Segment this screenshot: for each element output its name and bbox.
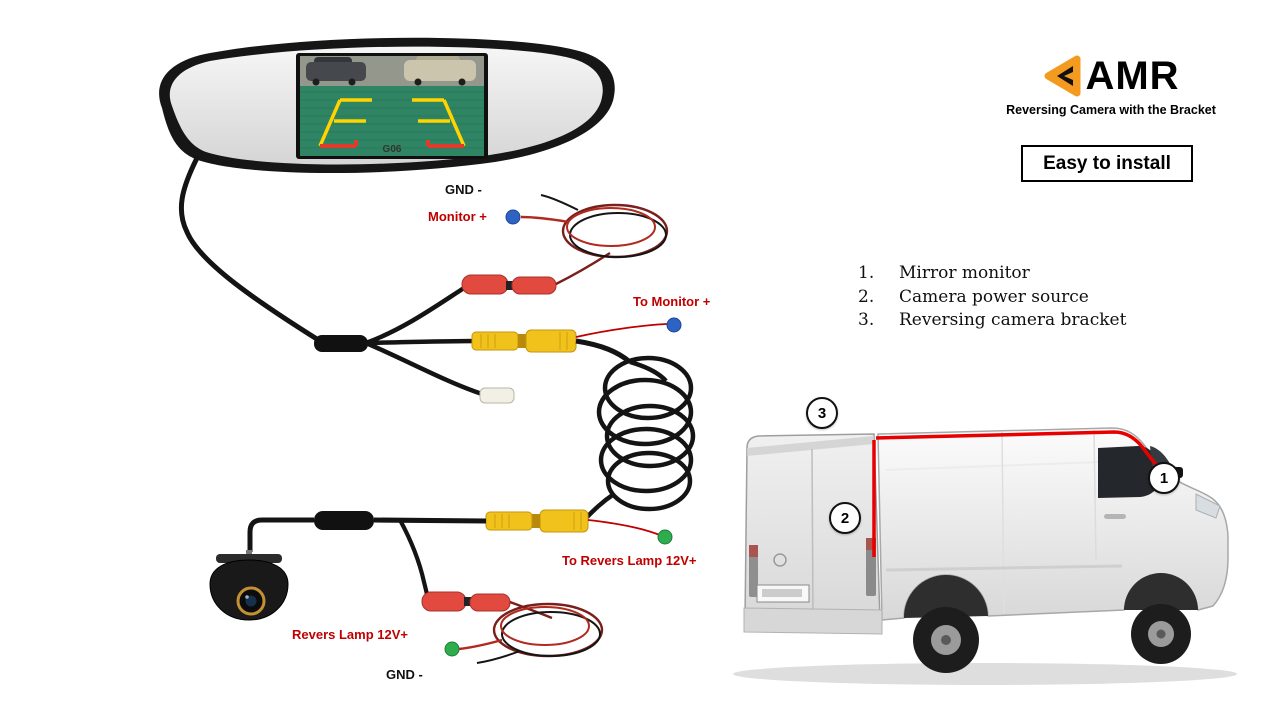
monitor-power-wire-coil	[520, 194, 669, 286]
van-marker-2: 2	[829, 502, 861, 534]
revers-lamp-terminal-dot	[444, 641, 460, 657]
rca-connector-pair-monitor	[471, 329, 577, 353]
screen-model-label: G06	[383, 144, 402, 155]
parts-list: 1. Mirror monitor 2. Camera power source…	[858, 263, 1126, 335]
camera-view-cars	[306, 56, 476, 86]
power-connector-pair-camera	[421, 591, 511, 612]
rearview-mirror-monitor: G06	[159, 37, 615, 174]
amr-logo-icon	[1044, 55, 1081, 97]
parts-list-label: Mirror monitor	[899, 263, 1030, 283]
parts-list-item: 1. Mirror monitor	[858, 263, 1126, 284]
van-rear-wheel	[913, 607, 979, 673]
van-rear-bumper	[743, 607, 883, 635]
van-front-wheel	[1131, 604, 1191, 664]
white-connector	[479, 387, 515, 404]
parts-list-number: 3.	[858, 310, 875, 331]
brand-tagline: Reversing Camera with the Bracket	[1006, 103, 1216, 117]
harness-junction	[314, 335, 368, 352]
reversing-camera	[209, 550, 289, 621]
to-revers-lamp-acc-wire	[587, 519, 663, 537]
parking-guidelines	[318, 98, 466, 148]
parts-list-label: Camera power source	[899, 286, 1089, 307]
monitor-plus-terminal-dot	[505, 209, 521, 225]
ferrite-bead	[314, 511, 374, 530]
van-emblem	[773, 553, 787, 567]
monitor-screen: G06	[300, 56, 484, 156]
parts-list-item: 3. Reversing camera bracket	[858, 311, 1126, 331]
brand-name: AMR	[1085, 54, 1180, 98]
van-door-handle	[1104, 514, 1126, 519]
to-monitor-terminal-dot	[666, 317, 682, 333]
label-to-revers-lamp: To Revers Lamp 12V+	[562, 553, 697, 568]
to-revers-lamp-terminal-dot	[657, 529, 673, 545]
monitor-cable	[178, 155, 323, 344]
wiring-harness	[178, 155, 696, 664]
van-marker-1: 1	[1148, 462, 1180, 494]
cable-route-roof	[875, 430, 1159, 468]
to-monitor-acc-wire	[575, 323, 668, 338]
van-marker-3: 3	[806, 397, 838, 429]
label-gnd-bottom: GND -	[386, 667, 423, 682]
parts-list-item: 2. Camera power source	[858, 286, 1126, 308]
brand-block: AMR Reversing Camera with the Bracket	[1000, 54, 1222, 117]
label-gnd-top: GND -	[445, 182, 482, 197]
parts-list-number: 1.	[858, 263, 875, 283]
van-tail-light-left	[749, 545, 758, 597]
van-headlight	[1195, 493, 1221, 519]
power-connector-pair-monitor	[461, 274, 557, 295]
video-cable-coil	[584, 355, 696, 520]
easy-install-badge: Easy to install	[1021, 145, 1193, 182]
parts-list-number: 2.	[858, 286, 875, 307]
label-to-monitor: To Monitor +	[633, 294, 711, 309]
rca-connector-pair-camera	[485, 509, 589, 533]
camera-power-wire-coil	[458, 600, 604, 664]
label-monitor-plus: Monitor +	[428, 209, 487, 224]
parts-list-label: Reversing camera bracket	[899, 310, 1127, 331]
label-revers-lamp: Revers Lamp 12V+	[292, 627, 408, 642]
van-illustration	[733, 427, 1237, 685]
